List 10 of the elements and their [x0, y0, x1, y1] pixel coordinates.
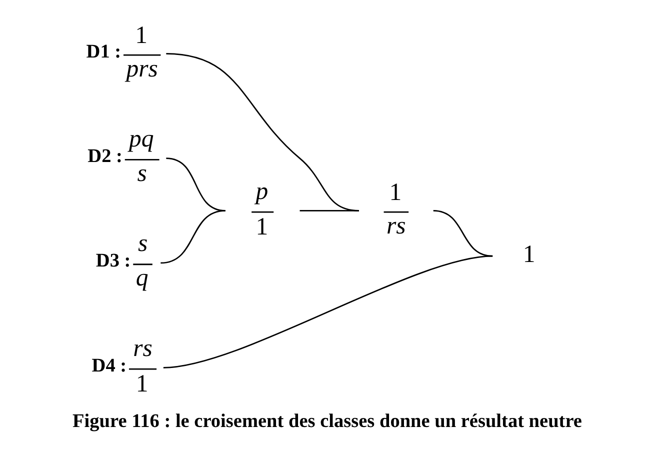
connector: [163, 255, 493, 368]
connector: [300, 210, 359, 212]
node-text: p 1: [256, 178, 268, 241]
node-text: 1: [522, 241, 536, 268]
node-text: 1 rs: [386, 179, 406, 240]
connector: [166, 52, 360, 212]
connector: [433, 210, 493, 257]
node-text: D4 : rs 1: [92, 334, 152, 398]
caption: Figure 116 : le croisement des classes donne un résultat neutre: [72, 411, 582, 432]
connector: [160, 210, 226, 264]
